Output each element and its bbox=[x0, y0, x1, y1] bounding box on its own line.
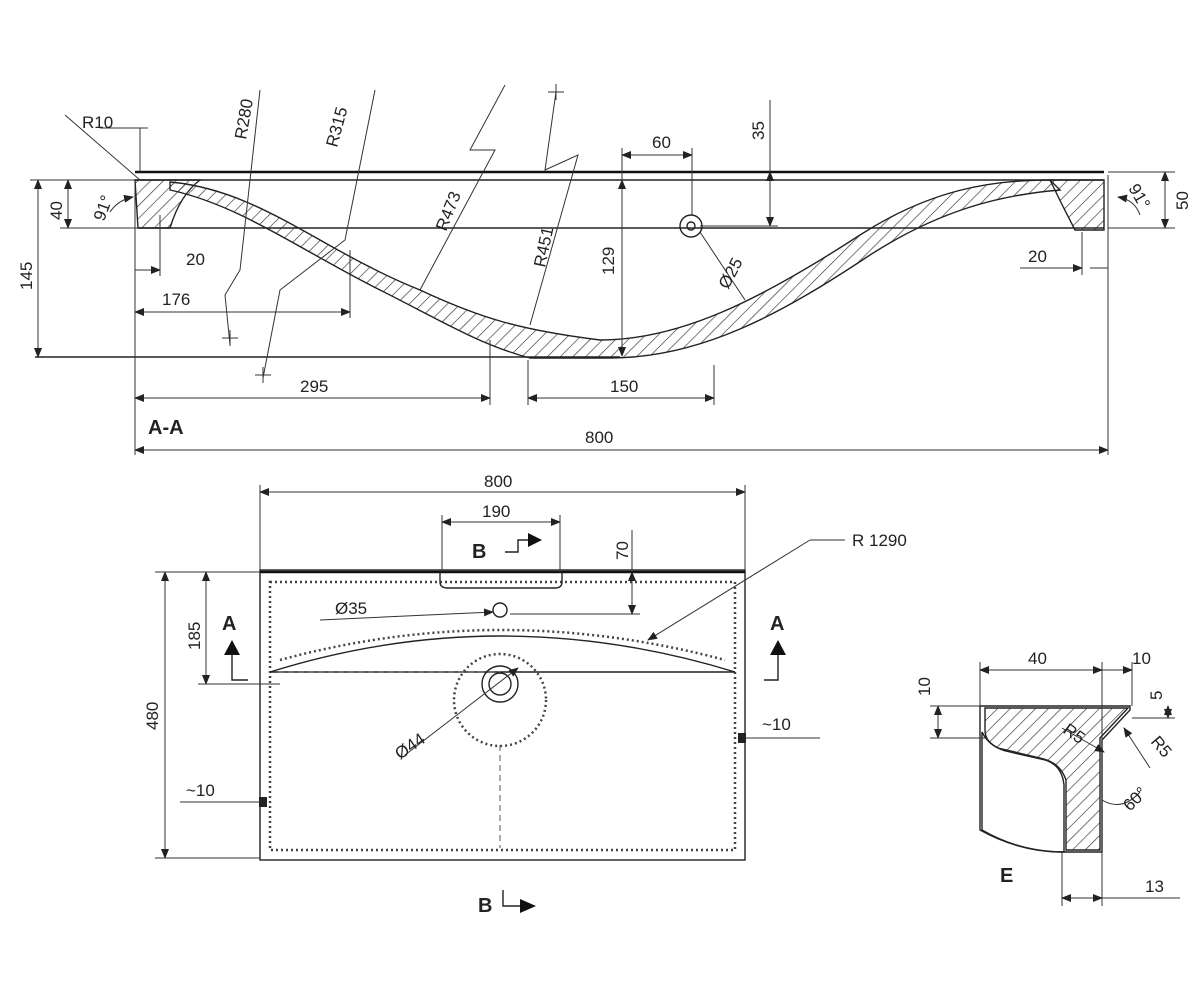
section-mark-b-bottom: B bbox=[478, 890, 536, 917]
dim-20-right: 20 bbox=[1028, 247, 1047, 266]
dim-800-section: 800 bbox=[585, 428, 613, 447]
drain-hole bbox=[481, 665, 519, 703]
dim-e-40: 40 bbox=[1028, 649, 1047, 668]
drain-outer bbox=[452, 652, 548, 748]
dim-dia35: Ø35 bbox=[335, 599, 367, 618]
dim-295: 295 bbox=[300, 377, 328, 396]
plan-view: 800 190 70 R 1290 Ø35 185 480 Ø44 ~10 ~1… bbox=[143, 472, 907, 917]
overflow-hole bbox=[679, 214, 703, 238]
svg-text:A: A bbox=[222, 613, 236, 635]
section-aa-label: A-A bbox=[148, 417, 184, 439]
svg-text:B: B bbox=[478, 895, 492, 917]
dim-e-10-top: 10 bbox=[1132, 649, 1151, 668]
dim-r451: R451 bbox=[530, 225, 557, 269]
svg-text:A: A bbox=[770, 613, 784, 635]
section-mark-b-top: B bbox=[472, 533, 542, 563]
basin-outline bbox=[259, 569, 746, 861]
tap-hole bbox=[492, 602, 508, 618]
dim-50: 50 bbox=[1173, 191, 1192, 210]
dim-150: 150 bbox=[610, 377, 638, 396]
detail-e-hatch bbox=[984, 707, 1130, 851]
dim-e-5: 5 bbox=[1147, 691, 1166, 700]
dim-dia44: Ø44 bbox=[391, 729, 428, 763]
dim-angle-right: 91° bbox=[1125, 181, 1154, 213]
dim-r473: R473 bbox=[432, 189, 465, 234]
dim-20-left: 20 bbox=[186, 250, 205, 269]
dim-129: 129 bbox=[599, 247, 618, 275]
dim-800-plan: 800 bbox=[484, 472, 512, 491]
dim-r315: R315 bbox=[323, 105, 352, 149]
dim-40: 40 bbox=[47, 201, 66, 220]
dim-190: 190 bbox=[482, 502, 510, 521]
dim-r280: R280 bbox=[231, 97, 257, 140]
dim-35: 35 bbox=[749, 121, 768, 140]
dim-145: 145 bbox=[17, 262, 36, 290]
dim-60: 60 bbox=[652, 133, 671, 152]
section-mark-a-left: A bbox=[222, 613, 248, 681]
section-mark-a-right: A bbox=[764, 613, 786, 681]
dim-10-left: ~10 bbox=[186, 781, 215, 800]
dim-10-right: ~10 bbox=[762, 715, 791, 734]
dim-70: 70 bbox=[613, 541, 632, 560]
section-aa-view: R10 R280 R315 R473 R451 60 35 129 Ø25 40… bbox=[17, 84, 1192, 455]
dim-angle-left: 91° bbox=[90, 193, 117, 224]
dim-480: 480 bbox=[143, 702, 162, 730]
dim-e-13: 13 bbox=[1145, 877, 1164, 896]
dim-dia25: Ø25 bbox=[715, 255, 747, 292]
dim-e-r5-b: R5 bbox=[1147, 732, 1176, 761]
dim-e-10-left: 10 bbox=[915, 677, 934, 696]
detail-e-view: 40 10 10 5 R5 R5 60° 13 E bbox=[915, 649, 1180, 906]
dim-176: 176 bbox=[162, 290, 190, 309]
basin-bowl-shell bbox=[169, 179, 1062, 359]
detail-e-label: E bbox=[1000, 865, 1013, 887]
basin-front-arc bbox=[269, 635, 736, 673]
svg-text:B: B bbox=[472, 541, 486, 563]
dim-r10: R10 bbox=[82, 113, 113, 132]
dim-r1290: R 1290 bbox=[852, 531, 907, 550]
dim-185: 185 bbox=[185, 622, 204, 650]
dim-e-60deg: 60° bbox=[1119, 783, 1151, 815]
